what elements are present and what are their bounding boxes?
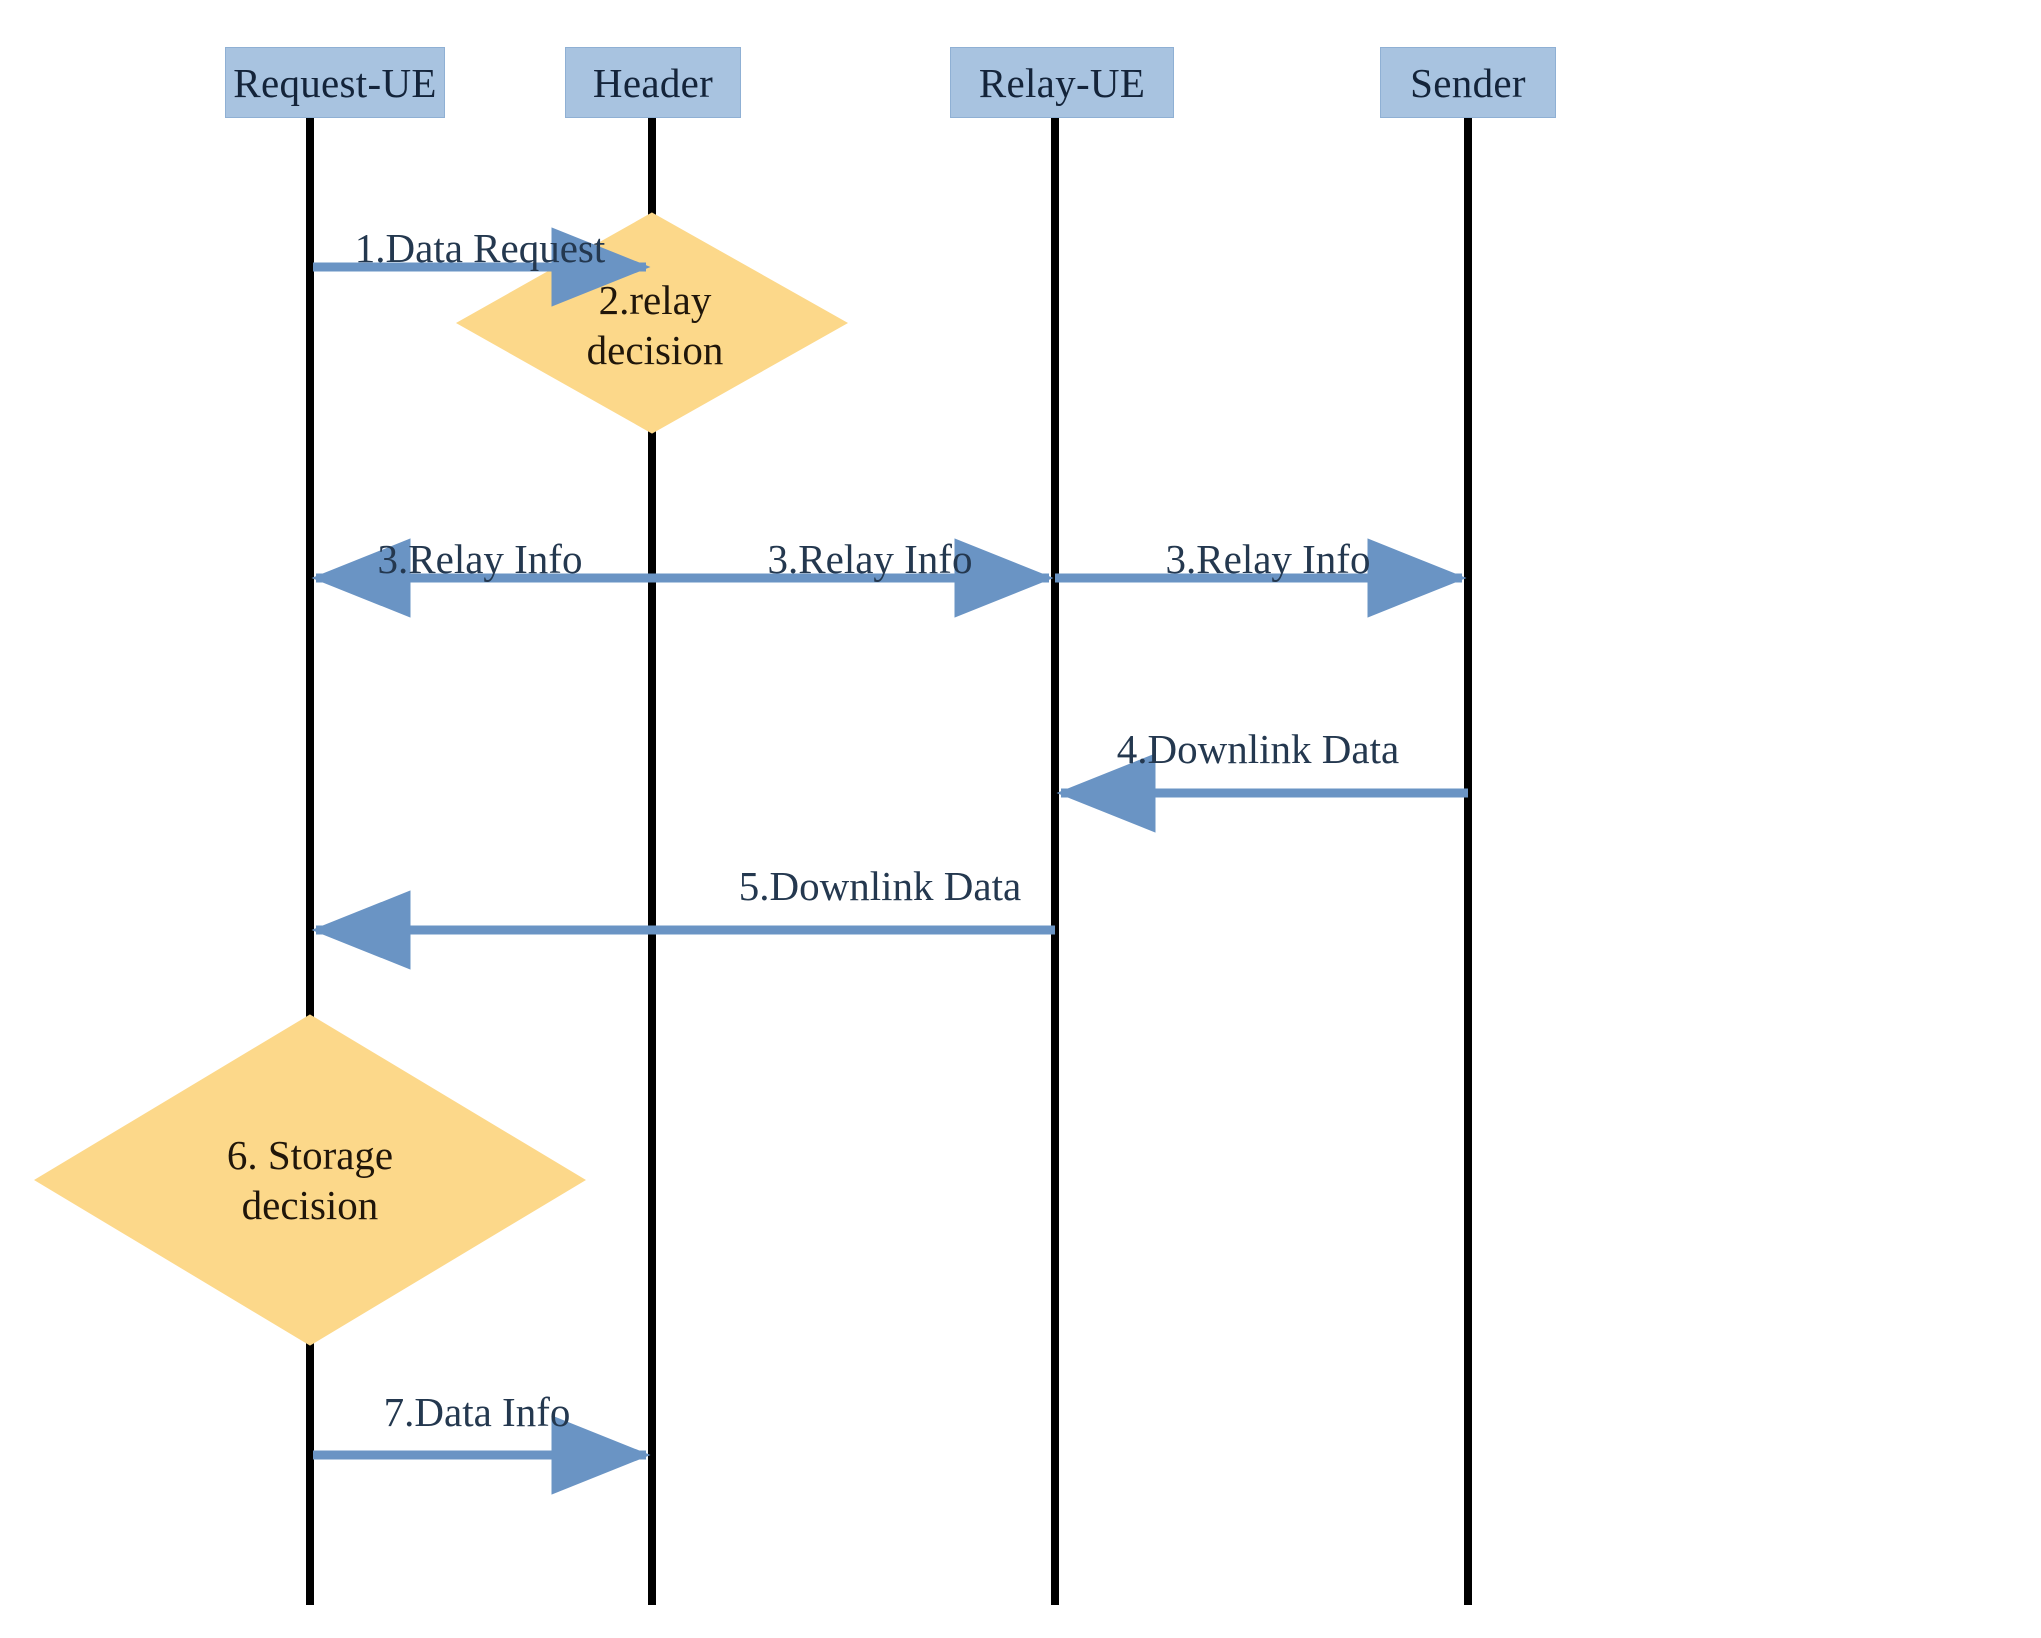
actor-label-sender: Sender [1410,59,1526,106]
message-label-4-downlink-data: 4.Downlink Data [1116,726,1400,772]
actor-label-header: Header [592,59,714,106]
decision-shapes-group [34,212,849,1346]
actor-label-relay-ue: Relay-UE [978,59,1146,106]
actor-box-request-ue[interactable]: Request-UE [225,47,445,118]
actor-box-sender[interactable]: Sender [1380,47,1556,118]
message-label-3-relay-info-left: 3.Relay Info [377,536,583,582]
message-label-5-downlink-data: 5.Downlink Data [738,863,1022,909]
actor-label-request-ue: Request-UE [233,59,437,106]
message-label-1-data-request: 1.Data Request [354,225,606,271]
actor-box-header[interactable]: Header [565,47,741,118]
message-arrows-group [311,227,1468,1495]
actor-box-relay-ue[interactable]: Relay-UE [950,47,1174,118]
message-label-7-data-info: 7.Data Info [383,1389,571,1435]
decision-storage-diamond[interactable] [34,1014,586,1346]
message-label-3-relay-info-mid: 3.Relay Info [767,536,973,582]
message-label-3-relay-info-right: 3.Relay Info [1165,536,1371,582]
